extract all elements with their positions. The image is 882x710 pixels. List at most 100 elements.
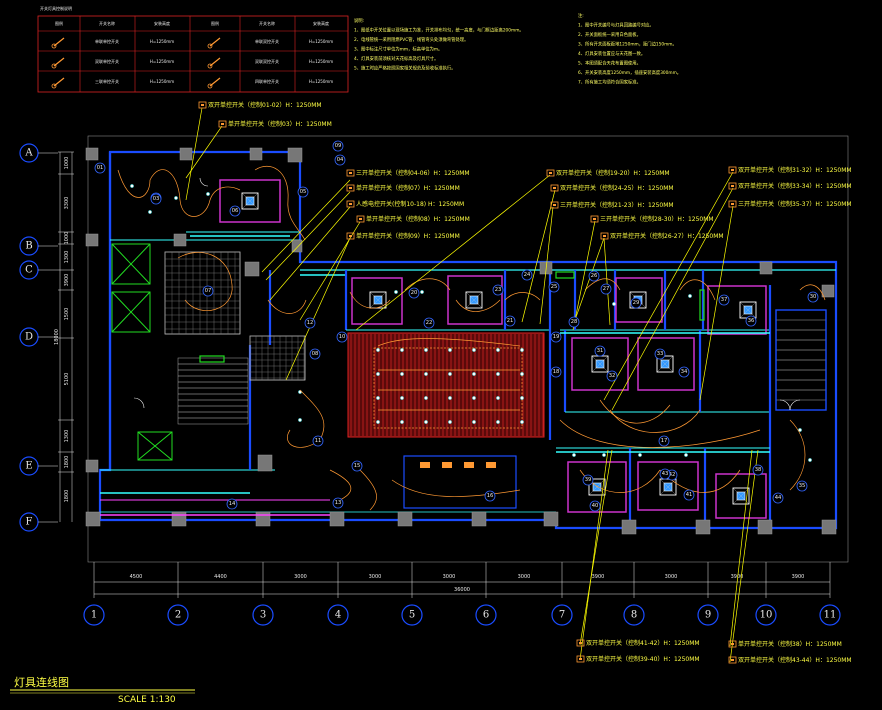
circuit-tag: 25 <box>548 281 560 293</box>
circuit-tag-label: 25 <box>551 284 558 290</box>
circuit-tag-label: 11 <box>315 438 322 444</box>
row-axis-label: F <box>26 517 33 528</box>
circuit-tag: 19 <box>550 331 562 343</box>
circuit-tag-label: 38 <box>755 467 762 473</box>
circuit-tag: 14 <box>226 498 238 510</box>
circuit-tag: 27 <box>600 283 612 295</box>
circuit-tag: 28 <box>568 316 580 328</box>
column-axis-label: 5 <box>409 610 415 621</box>
downlight-icon <box>472 372 476 376</box>
legend-cell: 双联单控开关 <box>95 58 119 64</box>
room-ceilings <box>219 179 767 519</box>
left-dimension-value: 5100 <box>64 373 70 386</box>
switch-symbol-icon <box>51 37 65 49</box>
circuit-tag: 18 <box>550 366 562 378</box>
row-axis-label: B <box>25 241 32 252</box>
note-line: 4、灯具安装前须核对天花标高及灯具尺寸。 <box>354 55 438 62</box>
row-axis-label: C <box>25 265 33 276</box>
downlight-icon <box>520 396 524 400</box>
row-axis-bubble: F <box>19 512 58 532</box>
downlight-icon <box>496 420 500 424</box>
row-axis-label: D <box>25 332 33 343</box>
switch-label: 单开单控开关（控制09）H：1250MM <box>356 232 460 240</box>
column-axis-bubble: 3 <box>252 604 274 626</box>
downlight-icon <box>400 396 404 400</box>
circuit-tag: 21 <box>504 315 516 327</box>
switch-notes: 注:1、图中开关编号与灯具回路编号对应。2、开关面板统一采用白色面板。3、所有开… <box>578 12 681 86</box>
note-line: 5、施工时应严格按照国家相关规范及验收标准执行。 <box>354 65 456 72</box>
staircase-right <box>775 309 827 411</box>
downlight-icon <box>520 348 524 352</box>
left-dimension-value: 1800 <box>64 456 70 469</box>
downlights <box>130 184 812 465</box>
column-axis-bubble: 1 <box>83 604 105 626</box>
switch-label: 双开单控开关（控制41-42）H：1250MM <box>586 639 700 647</box>
downlight-icon <box>376 420 380 424</box>
note-line: 说明: <box>354 17 364 24</box>
downlight-icon <box>448 372 452 376</box>
switch-label: 双开单控开关（控制24-25）H：1250MM <box>560 184 674 192</box>
note-line: 7、所有施工均须符合国家标准。 <box>578 79 641 86</box>
legend-cell: H=1250mm <box>150 79 174 84</box>
switch-label: 双开单控开关（控制31-32）H：1250MM <box>738 166 852 174</box>
downlight-icon <box>472 396 476 400</box>
left-dimension-value: 1500 <box>64 308 70 321</box>
partition-markers <box>199 271 705 363</box>
row-axis-bubble: B <box>19 236 58 256</box>
circuit-tag-label: 16 <box>487 493 494 499</box>
downlight-icon <box>808 458 812 462</box>
switch-label: 双开单控开关（控制19-20）H：1250MM <box>556 169 670 177</box>
row-axis-bubble: C <box>19 260 58 280</box>
switch-label: 三开单控开关（控制04-06）H：1250MM <box>356 169 470 177</box>
circuit-tag: 29 <box>630 297 642 309</box>
downlight-icon <box>448 420 452 424</box>
total-dimension: 36000 <box>454 587 470 593</box>
downlight-icon <box>496 372 500 376</box>
circuit-tag-label: 03 <box>153 196 160 202</box>
circuit-tag-label: 07 <box>205 288 212 294</box>
downlight-icon <box>448 396 452 400</box>
column-axis-label: 8 <box>631 610 637 621</box>
bottom-dimension-value: 4500 <box>130 574 143 580</box>
circuit-tag-label: 37 <box>721 297 728 303</box>
downlight-icon <box>376 396 380 400</box>
switch-label: 三开单控开关（控制21-23）H：1250MM <box>560 201 674 209</box>
switch-label: 人感电控开关(控制10-18) H：1250MM <box>356 200 464 208</box>
circuit-tag: 15 <box>351 460 363 472</box>
circuit-tag: 33 <box>654 348 666 360</box>
circuit-tag-label: 35 <box>799 483 806 489</box>
left-dimension-value: 1300 <box>64 430 70 443</box>
circuit-tag: 16 <box>484 490 496 502</box>
reception-counter <box>403 455 517 509</box>
row-axis-bubble: D <box>19 327 58 347</box>
lobby-grid-ceiling <box>164 251 306 381</box>
circuit-tag: 37 <box>718 294 730 306</box>
downlight-icon <box>602 453 606 457</box>
left-dimension-value: 3300 <box>64 197 70 210</box>
downlight-icon <box>496 396 500 400</box>
legend-header: 安装高度 <box>313 20 329 26</box>
downlight-icon <box>130 184 134 188</box>
downlight-icon <box>472 348 476 352</box>
circuit-tag: 06 <box>229 205 241 217</box>
circuit-tag: 31 <box>594 345 606 357</box>
drawing-title: 灯具连线图 <box>14 675 69 689</box>
legend-cell: 单联双控开关 <box>255 38 279 44</box>
bottom-dimension-value: 4400 <box>214 574 227 580</box>
circuit-tag: 32 <box>606 370 618 382</box>
circuit-tag: 05 <box>297 186 309 198</box>
elevator-shafts <box>111 243 173 461</box>
circuit-tag-label: 22 <box>426 320 433 326</box>
downlight-icon <box>376 348 380 352</box>
legend-cell: H=1250mm <box>150 59 174 64</box>
downlight-icon <box>376 372 380 376</box>
circuit-tag-label: 21 <box>507 318 514 324</box>
circuit-tag: 26 <box>588 270 600 282</box>
column-axis-label: 2 <box>175 610 181 621</box>
ceiling-lamp-icon <box>591 355 609 373</box>
note-line: 注: <box>578 12 584 19</box>
